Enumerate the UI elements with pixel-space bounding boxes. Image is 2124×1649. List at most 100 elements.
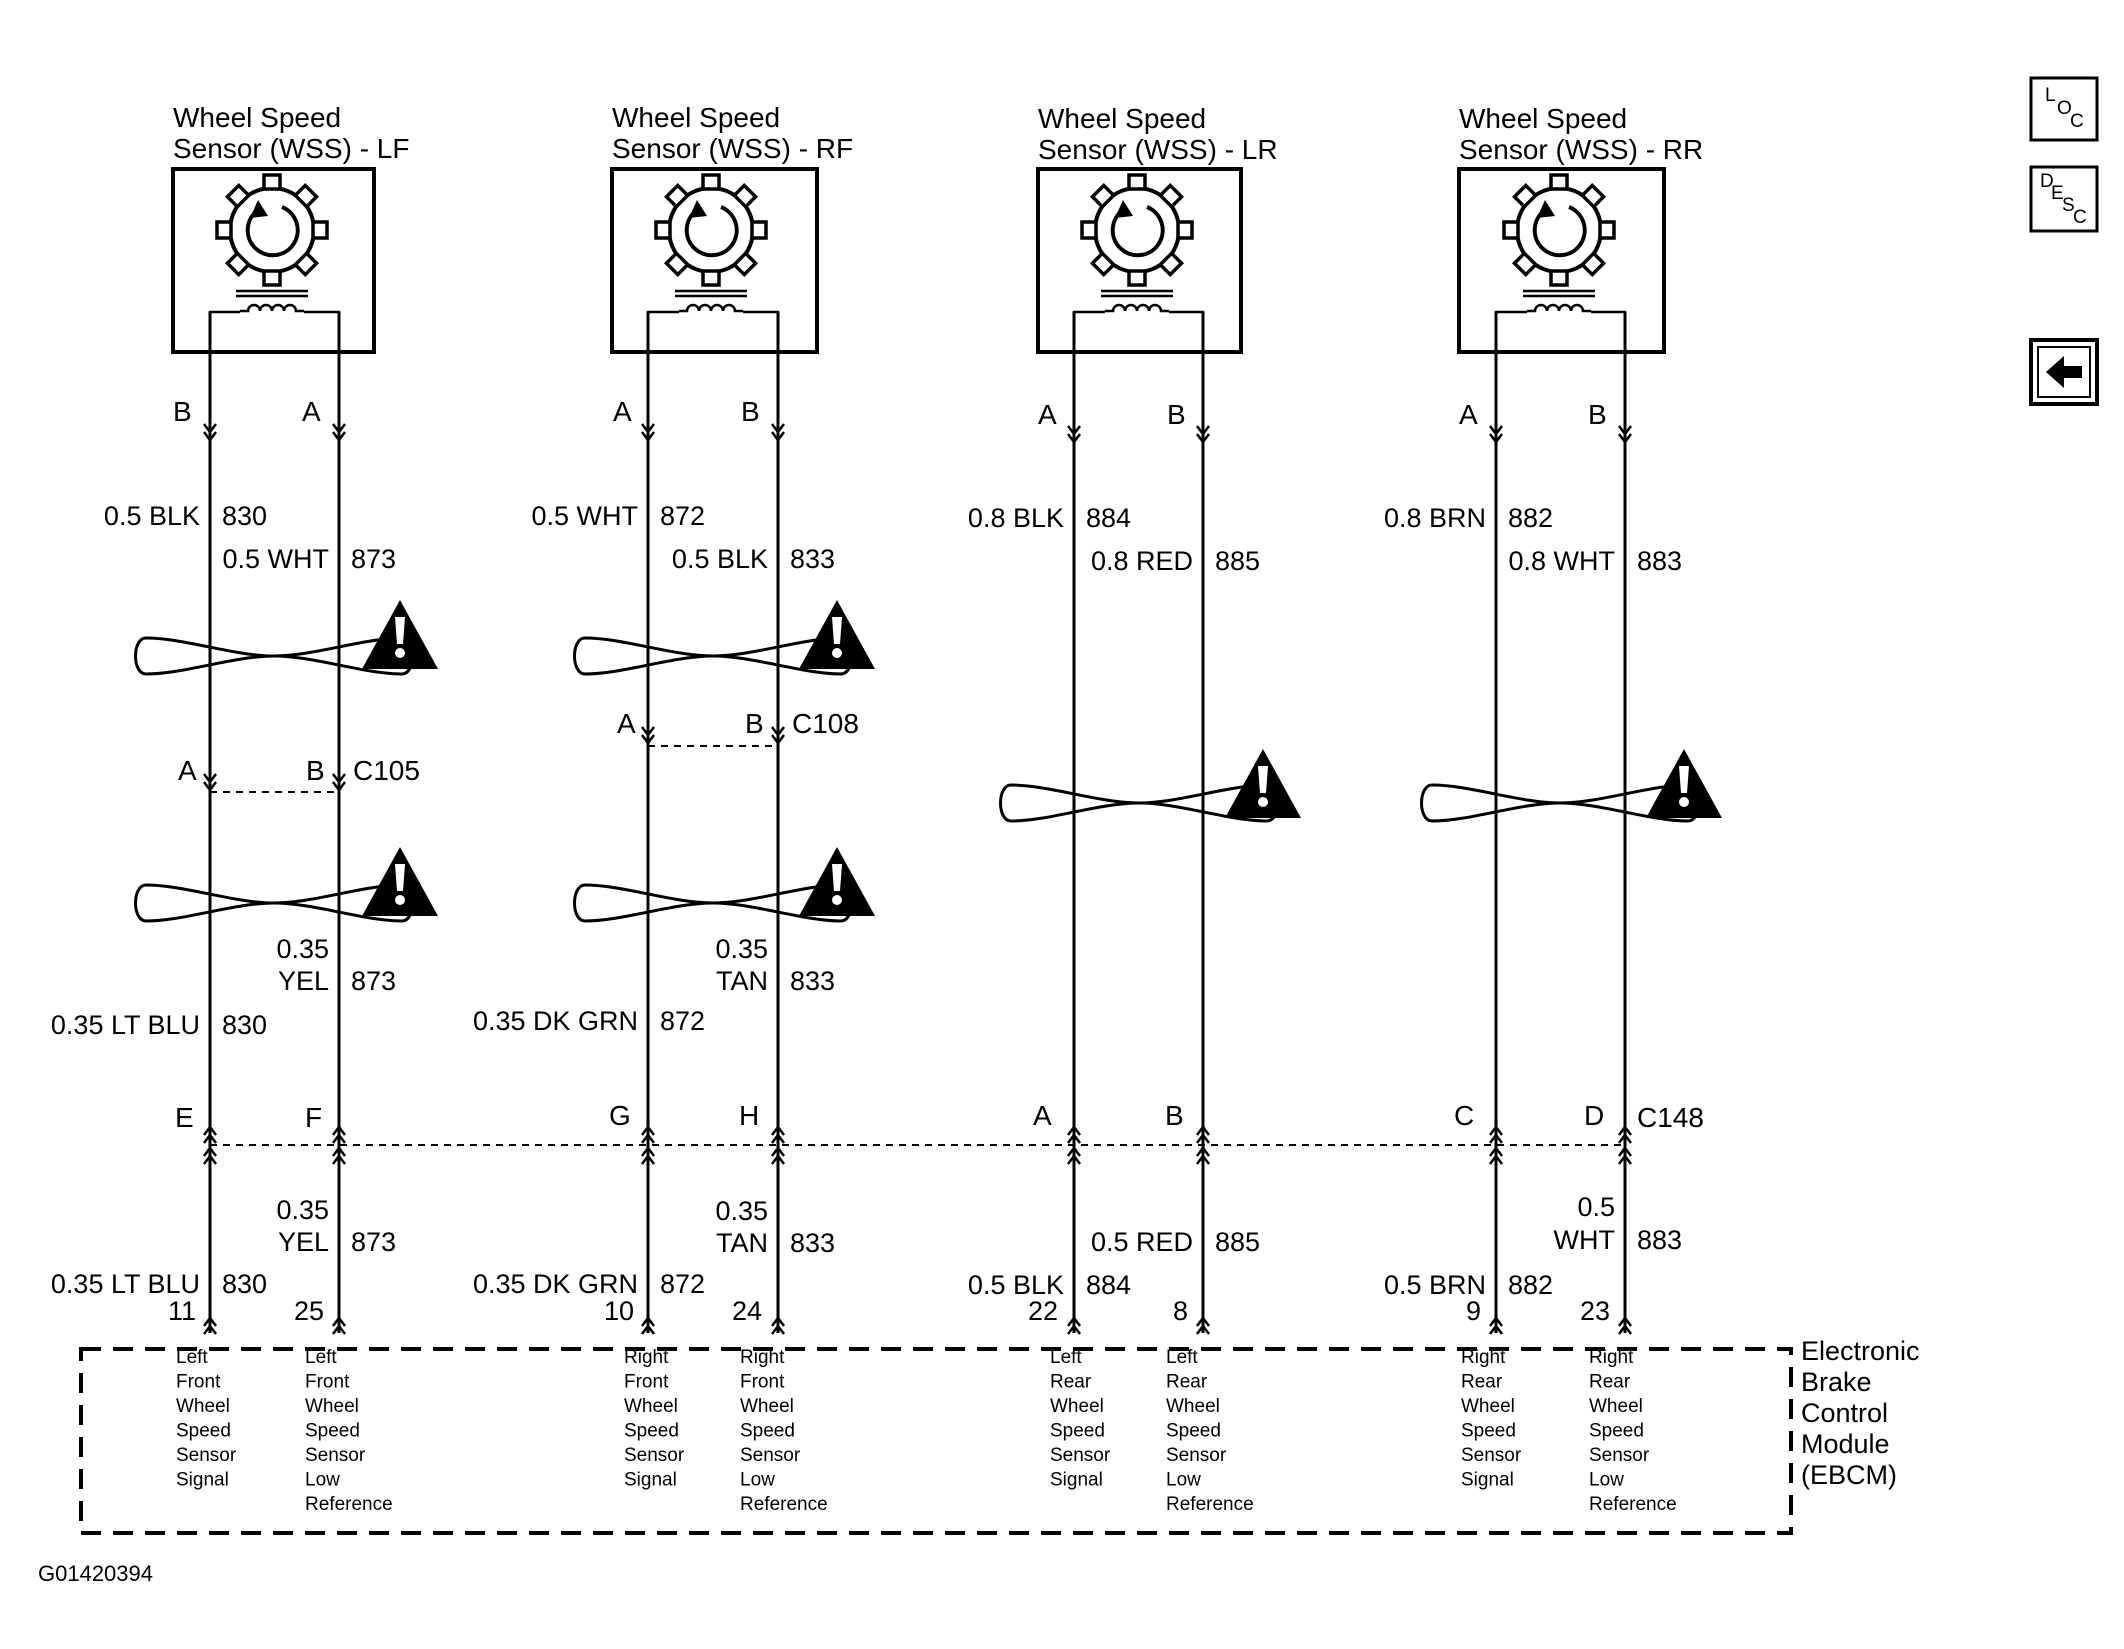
ebcm-pin-number: 11 (168, 1296, 196, 1326)
pin-label: C (1454, 1100, 1474, 1131)
circuit-number: 873 (351, 544, 396, 574)
pin-label: A (613, 396, 632, 427)
ebcm-function-word: Rear (1589, 1372, 1631, 1393)
ebcm-function-word: Low (1589, 1470, 1624, 1491)
circuit-number: 830 (222, 1010, 267, 1040)
wire-color: 0.8 BLK (968, 503, 1064, 533)
ebcm-function-word: Speed (624, 1421, 679, 1442)
back-arrow-icon (2046, 356, 2082, 388)
circuit-number: 872 (660, 1006, 705, 1036)
connector-name: C148 (1637, 1102, 1704, 1133)
wire-color: YEL (278, 1227, 329, 1257)
wire-color: 0.5 RED (1091, 1227, 1193, 1257)
ebcm-pin-number: 23 (1580, 1296, 1610, 1326)
ebcm-function-word: Speed (1589, 1421, 1644, 1442)
connector-c148: E F G H A B C D C148 (175, 1100, 1704, 1166)
sensor-lr-title-1: Wheel Speed (1038, 103, 1206, 134)
sensor-lf-title-1: Wheel Speed (173, 102, 341, 133)
desc-letter: S (2062, 195, 2075, 216)
wire-color: 0.8 RED (1091, 546, 1193, 576)
loc-letter: O (2057, 98, 2072, 119)
pin-label: B (306, 755, 325, 786)
ebcm-function-word: Wheel (1461, 1396, 1515, 1417)
ebcm-function-word: Right (740, 1347, 785, 1368)
wire-color: WHT (1554, 1225, 1615, 1255)
wire-color: 0.35 DK GRN (473, 1006, 638, 1036)
pin-label: B (1588, 399, 1607, 430)
wire-color: 0.5 WHT (222, 544, 329, 574)
pin-label: E (175, 1102, 194, 1133)
wire-color: TAN (716, 1228, 768, 1258)
desc-letter: E (2051, 183, 2064, 204)
ebcm-pin-number: 22 (1028, 1296, 1058, 1326)
pin-label: A (1459, 399, 1478, 430)
ebcm-function-word: Sensor (624, 1445, 685, 1466)
circuit-number: 882 (1508, 503, 1553, 533)
ebcm-function-word: Speed (305, 1421, 360, 1442)
ebcm-function-word: Right (624, 1347, 669, 1368)
warning-triangle-icon (799, 847, 875, 916)
pin-label: H (739, 1100, 759, 1131)
ebcm-function-word: Left (176, 1347, 208, 1368)
ebcm-pin-number: 25 (294, 1296, 324, 1326)
pin-label: A (1038, 399, 1057, 430)
ebcm-pin-number: 9 (1466, 1296, 1481, 1326)
loc-letter: C (2070, 111, 2084, 132)
ebcm-function-word: Sensor (1050, 1445, 1111, 1466)
ebcm-function-word: Low (740, 1470, 775, 1491)
ebcm-function-word: Wheel (740, 1396, 794, 1417)
wire-color: 0.8 BRN (1384, 503, 1486, 533)
desc-letter: C (2073, 207, 2087, 228)
pin-label: A (302, 396, 321, 427)
ebcm-function-word: Wheel (305, 1396, 359, 1417)
ebcm-function-word: Wheel (176, 1396, 230, 1417)
ebcm-pin-number: 10 (604, 1296, 634, 1326)
sensor-lr: Wheel Speed Sensor (WSS) - LR (1036, 103, 1278, 354)
circuit-number: 885 (1215, 1227, 1260, 1257)
sensor-lf: Wheel Speed Sensor (WSS) - LF (171, 102, 409, 354)
sensor-rr: Wheel Speed Sensor (WSS) - RR (1457, 103, 1703, 354)
warning-triangle-icon (362, 600, 438, 669)
wire-color: TAN (716, 966, 768, 996)
circuit-number: 885 (1215, 546, 1260, 576)
ebcm-function-word: Low (305, 1470, 340, 1491)
wire-color: 0.35 (276, 934, 329, 964)
ebcm-function-word: Speed (740, 1421, 795, 1442)
sensor-rr-box (1457, 167, 1666, 354)
ebcm-function-word: Wheel (1050, 1396, 1104, 1417)
ebcm-function-labels: LeftFrontWheelSpeedSensorSignalLeftFront… (176, 1347, 1677, 1515)
ebcm-name-line: Electronic (1801, 1336, 1920, 1366)
pin-label: B (1165, 1100, 1184, 1131)
ebcm-function-word: Front (624, 1372, 669, 1393)
ebcm-function-word: Reference (1166, 1494, 1254, 1515)
loc-button[interactable]: L O C (2029, 76, 2099, 142)
connector-c108: A B C108 (617, 708, 859, 747)
pin-label: A (1033, 1100, 1052, 1131)
sensor-connector-pins: B A A B A B A B (173, 396, 1633, 444)
wire-color: 0.5 (1577, 1192, 1615, 1222)
sensor-rr-title-2: Sensor (WSS) - RR (1459, 134, 1703, 165)
ebcm-function-word: Signal (176, 1470, 229, 1491)
sensor-lf-title-2: Sensor (WSS) - LF (173, 133, 409, 164)
ebcm-pin-number: 24 (732, 1296, 762, 1326)
ebcm-function-word: Sensor (740, 1445, 801, 1466)
pin-label: B (741, 396, 760, 427)
circuit-number: 873 (351, 966, 396, 996)
wire-color: 0.35 DK GRN (473, 1269, 638, 1299)
ebcm-function-word: Left (1050, 1347, 1082, 1368)
circuit-number: 830 (222, 501, 267, 531)
connector-name: C105 (353, 755, 420, 786)
wire-color: 0.5 BLK (672, 544, 768, 574)
ebcm-function-word: Speed (176, 1421, 231, 1442)
wire-color: 0.35 LT BLU (51, 1269, 200, 1299)
desc-button[interactable]: D E S C (2029, 165, 2099, 233)
loc-letter: L (2045, 85, 2056, 106)
connector-name: C108 (792, 708, 859, 739)
sensor-rf-box (610, 167, 819, 354)
ebcm-function-word: Sensor (1589, 1445, 1650, 1466)
ebcm-pin-number: 8 (1173, 1296, 1188, 1326)
ebcm-function-word: Wheel (1166, 1396, 1220, 1417)
circuit-number: 872 (660, 501, 705, 531)
back-button[interactable] (2029, 338, 2099, 406)
